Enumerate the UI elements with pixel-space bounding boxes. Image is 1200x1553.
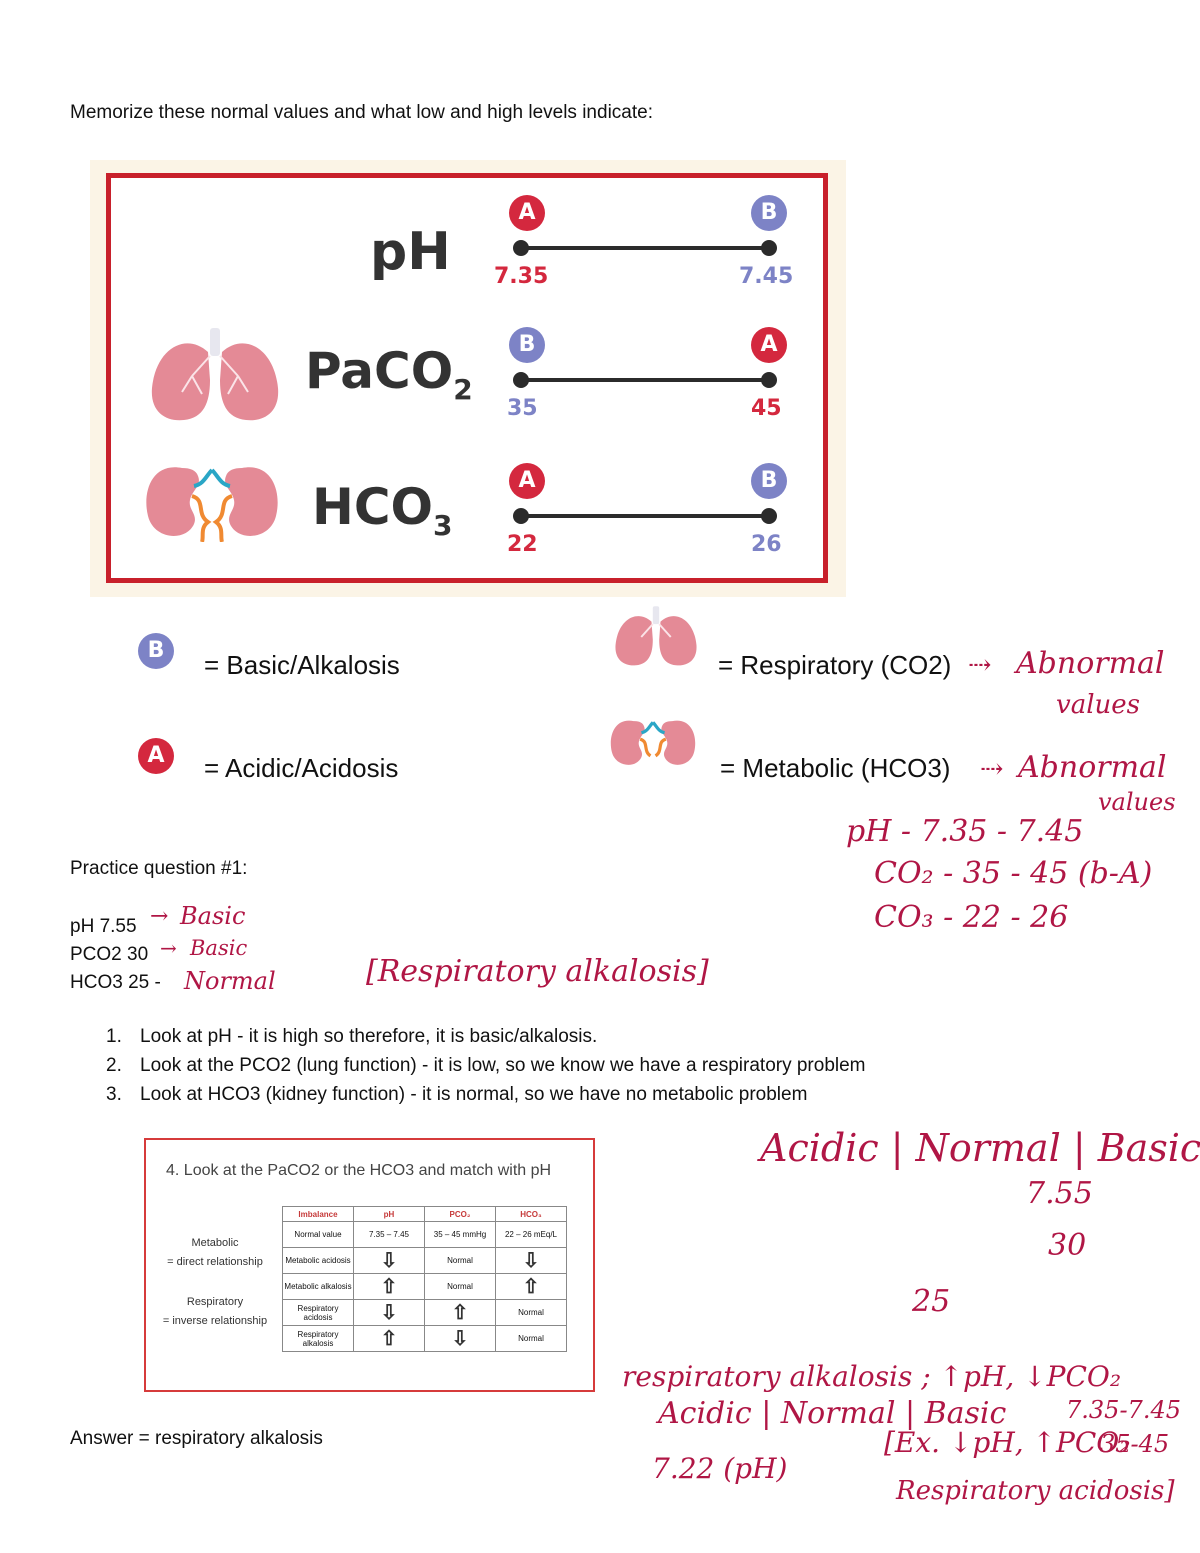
hand-722: 7.22 (pH)	[652, 1452, 788, 1485]
legend-basic-label: = Basic/Alkalosis	[204, 650, 400, 680]
lungs-icon	[148, 328, 282, 429]
step-item: 3.Look at HCO3 (kidney function) - it is…	[106, 1084, 808, 1105]
hand-boxed-answer: [Respiratory alkalosis]	[366, 954, 709, 989]
paco2-range-line	[521, 378, 769, 382]
hand-co2-range: CO₂ - 35 - 45 (b-A)	[874, 856, 1153, 891]
down-arrow-icon: ⇩	[353, 1247, 425, 1274]
hand-acid-normal-basic: Acidic | Normal | Basic	[760, 1126, 1200, 1170]
hco3-base-badge: B	[751, 463, 787, 499]
hco3-low-value: 22	[507, 532, 538, 557]
up-arrow-icon: ⇧	[353, 1273, 425, 1300]
table-header-row: Imbalance pH PCO₂ HCO₃	[282, 1206, 567, 1222]
hand-range-co2: 35-45	[1100, 1430, 1170, 1458]
practice-ph: pH 7.55	[70, 916, 137, 937]
practice-pco2: PCO2 30	[70, 944, 149, 965]
step-item: 1.Look at pH - it is high so therefore, …	[106, 1026, 598, 1047]
hco3-acid-badge: A	[509, 463, 545, 499]
hand-acid-normal-basic-2: Acidic | Normal | Basic	[658, 1396, 1007, 1431]
table-row: Respiratory alkalosis ⇧ ⇩ Normal	[282, 1325, 567, 1352]
up-arrow-icon: ⇧	[424, 1299, 496, 1326]
steps-list: 1.Look at pH - it is high so therefore, …	[106, 1026, 866, 1113]
table-row: Metabolic alkalosis ⇧ Normal ⇧	[282, 1273, 567, 1300]
hand-normal-1: Normal	[184, 967, 276, 995]
legend-basic-badge: B	[138, 633, 174, 669]
paco2-low-value: 35	[507, 396, 538, 421]
down-arrow-icon: ⇩	[495, 1247, 567, 1274]
hand-values-1: values	[1056, 690, 1140, 720]
ph-acid-badge: A	[509, 195, 545, 231]
hand-resp-acidosis: Respiratory acidosis]	[896, 1476, 1175, 1506]
paco2-acid-badge: A	[751, 327, 787, 363]
down-arrow-icon: ⇩	[424, 1325, 496, 1352]
table-row: Normal value 7.35 – 7.45 35 – 45 mmHg 22…	[282, 1221, 567, 1248]
up-arrow-icon: ⇧	[495, 1273, 567, 1300]
hco3-high-value: 26	[751, 532, 782, 557]
step-item: 2.Look at the PCO2 (lung function) - it …	[106, 1055, 866, 1076]
hand-25: 25	[912, 1284, 951, 1319]
intro-text: Memorize these normal values and what lo…	[70, 102, 653, 123]
hand-abnormal-2: Abnormal	[1018, 750, 1167, 785]
ph-label: pH	[370, 222, 451, 282]
hand-755: 7.55	[1026, 1176, 1093, 1211]
imbalance-slide: 4. Look at the PaCO2 or the HCO3 and mat…	[144, 1138, 595, 1392]
table-row: Metabolic acidosis ⇩ Normal ⇩	[282, 1247, 567, 1274]
kidneys-icon	[142, 462, 282, 547]
paco2-base-badge: B	[509, 327, 545, 363]
ph-range-line	[521, 246, 769, 250]
hco3-low-dot	[513, 508, 529, 524]
table-row: Respiratory acidosis ⇩ ⇧ Normal	[282, 1299, 567, 1326]
legend-lungs-icon	[613, 606, 699, 673]
paco2-low-dot	[513, 372, 529, 388]
hand-values-2: values	[1098, 788, 1176, 816]
hco3-high-dot	[761, 508, 777, 524]
ph-low-dot	[513, 240, 529, 256]
legend-kidneys-icon	[608, 717, 698, 774]
hand-hco3-range: CO₃ - 22 - 26	[874, 900, 1069, 935]
imbalance-table: Imbalance pH PCO₂ HCO₃ Normal value 7.35…	[282, 1206, 567, 1352]
slide-metabolic-note: Metabolic= direct relationship	[167, 1237, 263, 1268]
ph-high-dot	[761, 240, 777, 256]
hco3-range-line	[521, 514, 769, 518]
hand-range-ph: 7.35-7.45	[1066, 1396, 1181, 1424]
paco2-high-value: 45	[751, 396, 782, 421]
slide-respiratory-note: Respiratory= inverse relationship	[162, 1296, 268, 1327]
paco2-label: PaCO2	[305, 342, 473, 406]
hand-basic-2: Basic	[190, 936, 248, 960]
paco2-high-dot	[761, 372, 777, 388]
hco3-label: HCO3	[312, 478, 453, 542]
ph-high-value: 7.45	[739, 264, 794, 289]
hand-basic-1: Basic	[180, 902, 246, 930]
hand-example-line: [Ex. ↓pH, ↑PCO₂	[884, 1426, 1131, 1459]
hand-resp-alk-line: respiratory alkalosis ; ↑pH, ↓PCO₂	[622, 1360, 1122, 1393]
hand-arrow-abnormal-1: ⇢	[968, 648, 992, 681]
practice-hco3: HCO3 25 -	[70, 972, 161, 993]
hand-arrow-basic-2: →	[160, 936, 177, 960]
hand-30: 30	[1048, 1228, 1087, 1263]
up-arrow-icon: ⇧	[353, 1325, 425, 1352]
down-arrow-icon: ⇩	[353, 1299, 425, 1326]
legend-acidic-label: = Acidic/Acidosis	[204, 753, 399, 783]
hand-arrow-abnormal-2: ⇢	[980, 752, 1004, 785]
practice-title: Practice question #1:	[70, 858, 248, 879]
hand-abnormal-1: Abnormal	[1016, 646, 1165, 681]
legend-metabolic-label: = Metabolic (HCO3)	[720, 753, 951, 783]
answer-text: Answer = respiratory alkalosis	[70, 1428, 323, 1449]
slide-title: 4. Look at the PaCO2 or the HCO3 and mat…	[166, 1162, 552, 1179]
ph-low-value: 7.35	[494, 264, 549, 289]
legend-respiratory-label: = Respiratory (CO2)	[718, 650, 952, 680]
hand-ph-range: pH - 7.35 - 7.45	[846, 814, 1084, 849]
legend-acidic-badge: A	[138, 738, 174, 774]
ph-base-badge: B	[751, 195, 787, 231]
hand-arrow-basic-1: →	[150, 904, 169, 929]
